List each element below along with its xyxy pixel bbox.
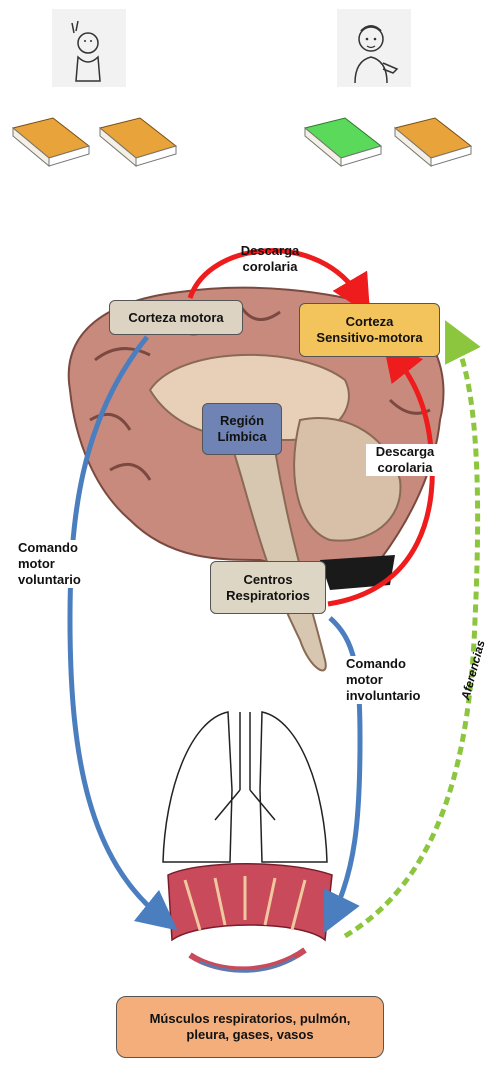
bottom-info-label: Músculos respiratorios, pulmón, pleura, … xyxy=(150,1011,351,1043)
centros-respiratorios-label: Centros Respiratorios xyxy=(226,572,310,604)
descarga-top-label: Descarga corolaria xyxy=(225,243,315,275)
diaphragm-illustration xyxy=(168,864,332,972)
centros-respiratorios-box: Centros Respiratorios xyxy=(210,561,326,614)
corteza-motora-box: Corteza motora xyxy=(109,300,243,335)
comando-involuntario-label: Comando motor involuntario xyxy=(346,656,441,704)
corteza-sensitiva-label: Corteza Sensitivo-motora xyxy=(316,314,422,346)
lungs-illustration xyxy=(163,712,327,862)
region-limbica-label: Región Límbica xyxy=(217,413,266,445)
descarga-right-label: Descarga corolaria xyxy=(366,444,444,476)
region-limbica-box: Región Límbica xyxy=(202,403,282,455)
corteza-sensitiva-box: Corteza Sensitivo-motora xyxy=(299,303,440,357)
bottom-info-box: Músculos respiratorios, pulmón, pleura, … xyxy=(116,996,384,1058)
comando-voluntario-label: Comando motor voluntario xyxy=(18,540,108,588)
corteza-motora-label: Corteza motora xyxy=(128,310,223,326)
